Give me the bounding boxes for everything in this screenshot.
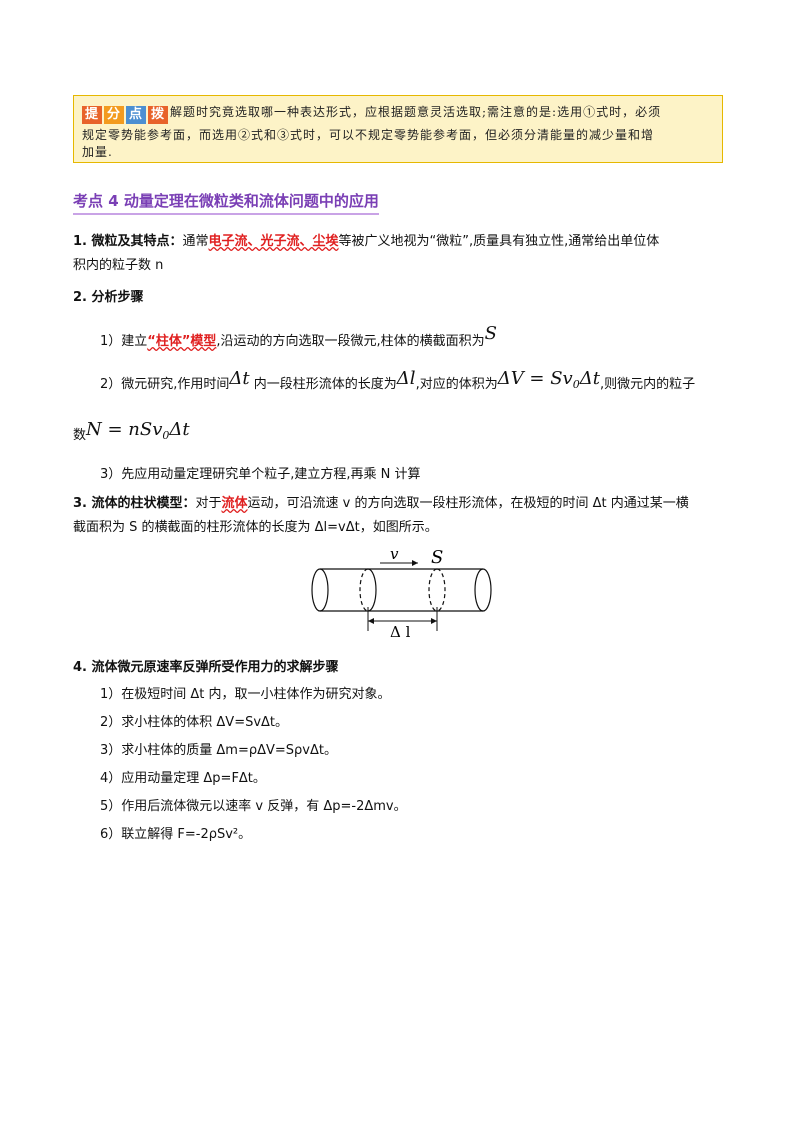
step-2-b: 内一段柱形流体的长度为 (253, 377, 397, 392)
step-2-math-1: Δt (229, 368, 250, 389)
tip-line-2: 规定零势能参考面，而选用②式和③式时，可以不规定零势能参考面，但必须分清能量的减… (82, 128, 655, 142)
length-label: Δ l (390, 623, 411, 640)
step-2-math-4-end: Δt (169, 419, 190, 440)
s3-highlight: 流体 (221, 496, 248, 511)
cross-section-2-back (428, 568, 438, 612)
step-2-math-3-end: Δt (579, 368, 600, 389)
step-1-highlight: “柱体”模型 (147, 334, 217, 349)
s4-step-5: 5）作用后流体微元以速率 v 反弹，有 Δp=-2Δmv。 (100, 799, 407, 814)
step-2-a: 2）微元研究,作用时间 (100, 377, 230, 392)
section-3: 3. 流体的柱状模型：对于流体运动，可沿流速 v 的方向选取一段柱形流体，在极短… (73, 492, 733, 540)
tip-text: 解题时究竟选取哪一种表达形式，应根据题意灵活选取;需注意的是:选用①式时，必须 (170, 105, 662, 119)
section-1: 1. 微粒及其特点：通常电子流、光子流、尘埃等被广义地视为“微粒”,质量具有独立… (73, 230, 733, 278)
s3-pre: 对于 (195, 496, 222, 511)
step-2-math-4-main: N = nSv (86, 419, 163, 440)
dim-arrow-right-icon (431, 618, 437, 624)
s4-step-2: 2）求小柱体的体积 ΔV=SvΔt。 (100, 715, 289, 730)
step-1-math: S (484, 323, 497, 344)
tip-line-1: 提分点拨解题时究竟选取哪一种表达形式，应根据题意灵活选取;需注意的是:选用①式时… (82, 101, 714, 124)
cross-section-1-back (359, 568, 369, 612)
tip-badge: 分 (104, 106, 124, 124)
step-2-cont: 数N = nSv0Δt (73, 418, 190, 448)
section-4-title: 4. 流体微元原速率反弹所受作用力的求解步骤 (73, 660, 339, 675)
step-2-e: 数 (73, 428, 87, 443)
s1-pre: 通常 (182, 234, 209, 249)
section-3-title: 3. 流体的柱状模型： (73, 496, 196, 511)
section-1-title: 1. 微粒及其特点： (73, 234, 183, 249)
tip-badge: 提 (82, 106, 102, 124)
s3-line2: 截面积为 S 的横截面的柱形流体的长度为 Δl=vΔt，如图所示。 (73, 520, 438, 535)
s1-highlight: 电子流、光子流、尘埃 (208, 234, 339, 249)
s1-line2: 积内的粒子数 n (73, 258, 164, 273)
step-1: 1）建立“柱体”模型,沿运动的方向选取一段微元,柱体的横截面积为S (100, 322, 497, 354)
cylinder-right-end (474, 568, 492, 612)
s3-post: 运动，可沿流速 v 的方向选取一段柱形流体，在极短的时间 Δt 内通过某一横 (247, 496, 689, 511)
step-2-d: ,则微元内的粒子 (599, 377, 696, 392)
step-2-math-2: Δl (396, 368, 416, 389)
step-2: 2）微元研究,作用时间Δt 内一段柱形流体的长度为Δl,对应的体积为ΔV = S… (100, 367, 695, 397)
tip-badge: 点 (126, 106, 146, 124)
tip-line-3: 加量. (82, 145, 113, 159)
velocity-arrowhead-icon (412, 560, 418, 566)
step-3: 3）先应用动量定理研究单个粒子,建立方程,再乘 N 计算 (100, 467, 421, 482)
step-2-math-3: ΔV = Sv0Δt (497, 368, 600, 391)
tip-box: 提分点拨解题时究竟选取哪一种表达形式，应根据题意灵活选取;需注意的是:选用①式时… (73, 95, 723, 163)
flow-cylinder-figure: v S Δ l (311, 545, 492, 640)
dim-arrow-left-icon (368, 618, 374, 624)
step-2-math-3-main: ΔV = Sv (497, 368, 573, 389)
step-2-math-4-sub: 0 (162, 429, 170, 442)
area-label: S (431, 547, 443, 568)
s4-step-3: 3）求小柱体的质量 Δm=ρΔV=SρvΔt。 (100, 743, 337, 758)
tip-badge: 拨 (148, 106, 168, 124)
section-2-title: 2. 分析步骤 (73, 290, 144, 305)
cylinder-left-end (311, 568, 329, 612)
step-2-math-3-sub: 0 (572, 378, 580, 391)
step-1-post: ,沿运动的方向选取一段微元,柱体的横截面积为 (216, 334, 485, 349)
s1-post: 等被广义地视为“微粒”,质量具有独立性,通常给出单位体 (338, 234, 660, 249)
s4-step-6: 6）联立解得 F=-2ρSv²。 (100, 827, 252, 842)
section-heading: 考点 4 动量定理在微粒类和流体问题中的应用 (73, 190, 379, 215)
step-1-pre: 1）建立 (100, 334, 148, 349)
s4-step-1: 1）在极短时间 Δt 内，取一小柱体作为研究对象。 (100, 687, 391, 702)
s4-step-4: 4）应用动量定理 Δp=FΔt。 (100, 771, 266, 786)
cross-section-2-front (436, 568, 446, 612)
cross-section-1-front (367, 568, 377, 612)
step-2-math-4: N = nSv0Δt (86, 419, 190, 442)
velocity-label: v (390, 545, 399, 563)
step-2-c: ,对应的体积为 (415, 377, 498, 392)
